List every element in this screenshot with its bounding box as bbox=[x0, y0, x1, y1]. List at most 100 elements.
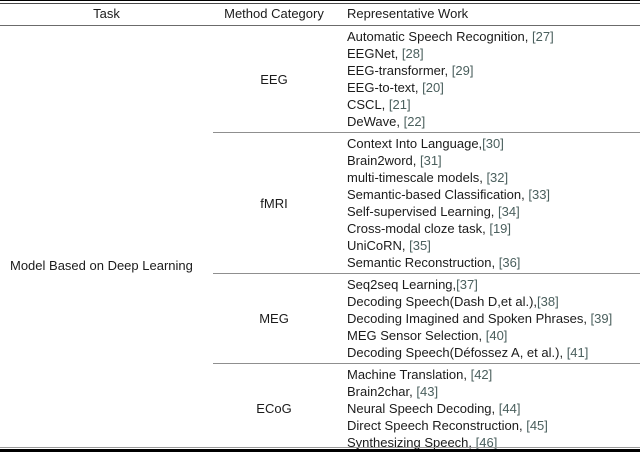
work-title: Automatic Speech Recognition, bbox=[347, 29, 532, 44]
method-section: MEG Seq2seq Learning,[37]Decoding Speech… bbox=[0, 273, 640, 363]
citation-link[interactable]: [28] bbox=[401, 46, 424, 61]
work-title: Seq2seq Learning, bbox=[347, 277, 457, 292]
work-item: DeWave, [22] bbox=[347, 113, 640, 130]
citation-link[interactable]: [37] bbox=[456, 277, 478, 292]
work-title: multi-timescale models, bbox=[347, 170, 487, 185]
citation-link[interactable]: [29] bbox=[451, 63, 474, 78]
method-section: ECoG Machine Translation, [42]Brain2char… bbox=[0, 363, 640, 453]
citation-link[interactable]: [39] bbox=[590, 311, 613, 326]
citation-link[interactable]: [42] bbox=[470, 367, 493, 382]
citation-link[interactable]: [30] bbox=[482, 136, 504, 151]
work-title: Semantic Reconstruction, bbox=[347, 255, 499, 270]
work-item: multi-timescale models, [32] bbox=[347, 169, 640, 186]
work-item: Decoding Speech(Dash D,et al.),[38] bbox=[347, 293, 640, 310]
work-item: Context Into Language,[30] bbox=[347, 135, 640, 152]
method-category-label: EEG bbox=[260, 71, 288, 87]
work-item: UniCoRN, [35] bbox=[347, 237, 640, 254]
work-item: Semantic-based Classification, [33] bbox=[347, 186, 640, 203]
work-item: Brain2word, [31] bbox=[347, 152, 640, 169]
table-header-row: Task Method Category Representative Work bbox=[0, 0, 640, 25]
task-column-spacer bbox=[0, 132, 213, 273]
method-category-cell: EEG bbox=[213, 28, 335, 130]
work-title: CSCL, bbox=[347, 97, 389, 112]
work-item: Machine Translation, [42] bbox=[347, 366, 640, 383]
work-item: EEGNet, [28] bbox=[347, 45, 640, 62]
work-title: Synthesizing Speech, bbox=[347, 435, 476, 450]
method-section: fMRI Context Into Language,[30]Brain2wor… bbox=[0, 132, 640, 273]
work-title: UniCoRN, bbox=[347, 238, 410, 253]
work-title: Cross-modal cloze task, bbox=[347, 221, 490, 236]
work-title: Neural Speech Decoding, bbox=[347, 401, 499, 416]
work-item: Seq2seq Learning,[37] bbox=[347, 276, 640, 293]
table-body: EEG Automatic Speech Recognition, [27]EE… bbox=[0, 26, 640, 453]
method-category-cell: ECoG bbox=[213, 366, 335, 451]
citation-link[interactable]: [45] bbox=[526, 418, 548, 433]
citation-link[interactable]: [31] bbox=[419, 153, 442, 168]
section-content: fMRI Context Into Language,[30]Brain2wor… bbox=[213, 132, 640, 273]
work-title: Brain2char, bbox=[347, 384, 417, 399]
works-list: Machine Translation, [42]Brain2char, [43… bbox=[335, 366, 640, 451]
task-column-spacer bbox=[0, 363, 213, 453]
works-list: Automatic Speech Recognition, [27]EEGNet… bbox=[335, 28, 640, 130]
work-title: Direct Speech Reconstruction, bbox=[347, 418, 527, 433]
citation-link[interactable]: [20] bbox=[422, 80, 444, 95]
top-rule-outer bbox=[0, 0, 640, 1]
work-item: EEG-transformer, [29] bbox=[347, 62, 640, 79]
method-category-cell: fMRI bbox=[213, 135, 335, 271]
method-category-label: fMRI bbox=[260, 195, 288, 211]
work-item: EEG-to-text, [20] bbox=[347, 79, 640, 96]
work-item: Cross-modal cloze task, [19] bbox=[347, 220, 640, 237]
work-item: Semantic Reconstruction, [36] bbox=[347, 254, 640, 271]
work-item: Brain2char, [43] bbox=[347, 383, 640, 400]
citation-link[interactable]: [43] bbox=[416, 384, 439, 399]
work-title: MEG Sensor Selection, bbox=[347, 328, 486, 343]
citation-link[interactable]: [38] bbox=[537, 294, 559, 309]
work-item: Direct Speech Reconstruction, [45] bbox=[347, 417, 640, 434]
citation-link[interactable]: [34] bbox=[498, 204, 520, 219]
method-category-cell: MEG bbox=[213, 276, 335, 361]
work-title: Decoding Imagined and Spoken Phrases, bbox=[347, 311, 591, 326]
work-title: DeWave, bbox=[347, 114, 404, 129]
works-list: Seq2seq Learning,[37]Decoding Speech(Das… bbox=[335, 276, 640, 361]
work-title: EEGNet, bbox=[347, 46, 402, 61]
header-representative-work: Representative Work bbox=[347, 6, 469, 21]
works-list: Context Into Language,[30]Brain2word, [3… bbox=[335, 135, 640, 271]
citation-link[interactable]: [19] bbox=[489, 221, 512, 236]
section-content: ECoG Machine Translation, [42]Brain2char… bbox=[213, 363, 640, 453]
work-item: Automatic Speech Recognition, [27] bbox=[347, 28, 640, 45]
citation-link[interactable]: [40] bbox=[485, 328, 508, 343]
top-rule-inner bbox=[0, 3, 640, 4]
citation-link[interactable]: [27] bbox=[532, 29, 554, 44]
citation-link[interactable]: [21] bbox=[388, 97, 411, 112]
citation-link[interactable]: [32] bbox=[486, 170, 509, 185]
work-item: Decoding Speech(Défossez A, et al.), [41… bbox=[347, 344, 640, 361]
header-task: Task bbox=[93, 6, 120, 21]
citation-link[interactable]: [36] bbox=[498, 255, 521, 270]
citation-link[interactable]: [41] bbox=[566, 345, 589, 360]
task-column-spacer bbox=[0, 26, 213, 132]
work-title: Self-supervised Learning, bbox=[347, 204, 499, 219]
work-item: MEG Sensor Selection, [40] bbox=[347, 327, 640, 344]
work-title: Brain2word, bbox=[347, 153, 420, 168]
bottom-rule bbox=[0, 449, 640, 452]
work-item: Self-supervised Learning, [34] bbox=[347, 203, 640, 220]
method-section: EEG Automatic Speech Recognition, [27]EE… bbox=[0, 26, 640, 132]
citation-link[interactable]: [33] bbox=[528, 187, 551, 202]
task-column-spacer bbox=[0, 273, 213, 363]
method-category-label: ECoG bbox=[256, 401, 292, 416]
method-category-label: MEG bbox=[259, 311, 289, 326]
work-title: Context Into Language, bbox=[347, 136, 483, 151]
citation-link[interactable]: [44] bbox=[498, 401, 521, 416]
header-method-category: Method Category bbox=[224, 6, 324, 21]
citation-link[interactable]: [22] bbox=[403, 114, 426, 129]
work-item: Decoding Imagined and Spoken Phrases, [3… bbox=[347, 310, 640, 327]
citation-link[interactable]: [46] bbox=[475, 435, 498, 450]
work-title: Semantic-based Classification, bbox=[347, 187, 529, 202]
section-content: EEG Automatic Speech Recognition, [27]EE… bbox=[213, 26, 640, 132]
citation-link[interactable]: [35] bbox=[409, 238, 431, 253]
work-title: EEG-transformer, bbox=[347, 63, 452, 78]
header-rule bbox=[0, 25, 640, 26]
work-item: Neural Speech Decoding, [44] bbox=[347, 400, 640, 417]
work-title: Decoding Speech(Dash D,et al.), bbox=[347, 294, 538, 309]
